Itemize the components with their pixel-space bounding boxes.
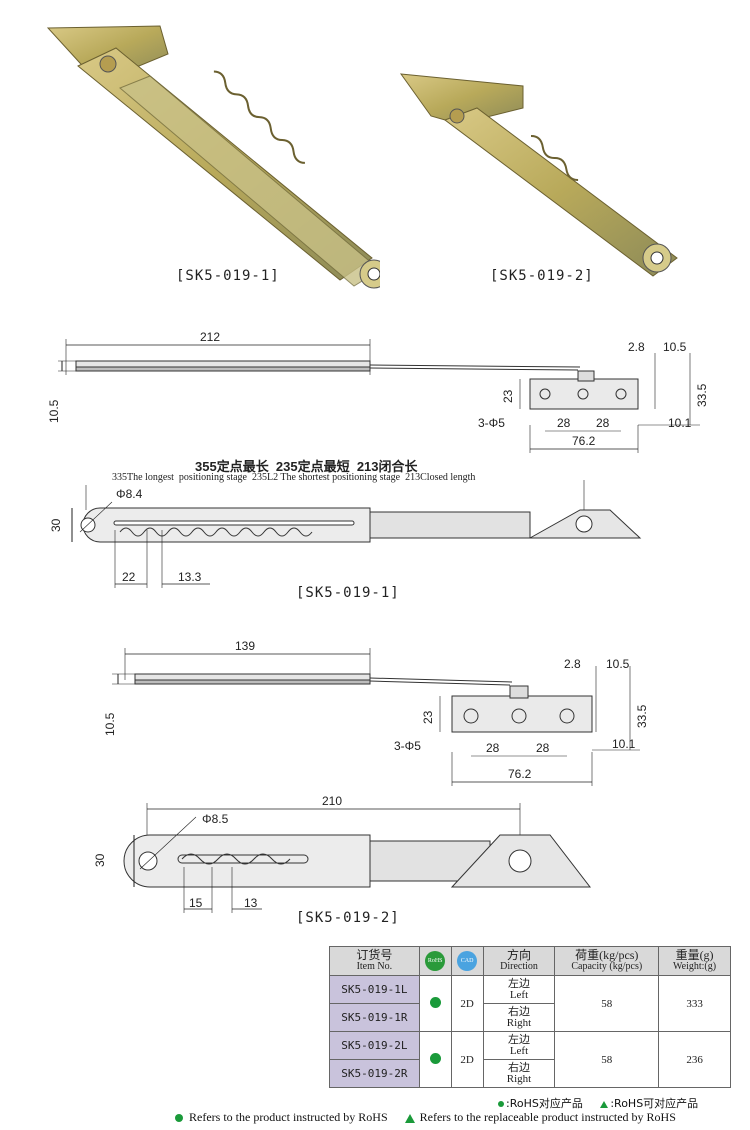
dim-10-5: 10.5 [663,340,687,354]
cad-icon: CAD [457,951,478,971]
green-dot-icon [498,1101,504,1107]
dim-pitch-1-b: 28 [486,741,500,755]
header-rohs: RoHS [418,946,452,976]
header-cad: CAD [450,946,484,976]
dim-width: 76.2 [572,434,596,448]
item-no: SK5-019-2R [329,1059,420,1088]
capacity-cell: 58 [554,1031,660,1088]
side-view-drawing-sk5-019-1 [58,339,700,453]
dim-pitch-b-2: 13 [244,896,258,910]
green-triangle-icon [600,1100,609,1108]
dim-pitch-b: 13.3 [178,570,202,584]
drawing-label-sk5-019-1: [SK5-019-1] [296,585,400,601]
product-photo-sk5-019-1 [46,25,380,289]
item-no: SK5-019-1R [329,1003,420,1032]
dim-length-2: 139 [235,640,255,653]
dim-holes-b: 3-Φ5 [394,739,421,753]
rohs-cell [418,1031,452,1088]
dim-width-b: 76.2 [508,767,532,781]
dim-33-5: 33.5 [695,383,709,407]
header-weight: 重量(g)Weight:(g) [658,946,731,976]
rohs-dot-icon [429,996,441,1008]
drawing-label-sk5-019-2: [SK5-019-2] [296,910,400,926]
dim-holes: 3-Φ5 [478,416,505,430]
weight-cell: 333 [658,975,731,1032]
dim-2-8-b: 2.8 [564,657,581,671]
side-view-labels-2: 139 10.5 2.8 10.5 23 33.5 3-Φ5 28 28 10.… [103,640,649,781]
cad-cell: 2D [450,1031,484,1088]
rohs-cell [418,975,452,1032]
dim-height-2: 30 [93,853,107,867]
positioning-heading-en: 335The longest positioning stage 235L2 T… [112,472,476,483]
dim-10-1: 10.1 [668,416,692,430]
rohs-icon: RoHS [425,951,446,971]
header-capacity: 荷重(kg/pcs)Capacity (kg/pcs) [554,946,660,976]
dim-length-top-2: 210 [322,795,342,808]
capacity-cell: 58 [554,975,660,1032]
dim-hole-dia: Φ8.4 [116,487,143,501]
top-view-drawing-sk5-019-2 [123,803,592,913]
side-view-drawing-sk5-019-2 [112,648,640,786]
photo-label-sk5-019-1: [SK5-019-1] [176,268,280,284]
side-view-labels-1: 212 10.5 2.8 10.5 23 33.5 3-Φ5 28 28 10.… [47,330,709,448]
dim-23: 23 [501,389,515,403]
cad-cell: 2D [450,975,484,1032]
dim-10-5-b: 10.5 [606,657,630,671]
dim-height-left: 10.5 [47,399,61,423]
item-no: SK5-019-1L [329,975,420,1004]
dim-pitch-a: 22 [122,570,136,584]
green-dot-icon [175,1114,183,1123]
dim-hole-dia-2: Φ8.5 [202,812,229,826]
dim-33-5-b: 33.5 [635,704,649,728]
legend-en: Refers to the product instructed by RoHS… [175,1110,676,1125]
legend-cn: :RoHS对应产品 :RoHS可对应产品 [498,1095,698,1111]
item-no: SK5-019-2L [329,1031,420,1060]
dim-pitch-2: 28 [596,416,610,430]
rohs-dot-icon [429,1052,441,1064]
photo-label-sk5-019-2: [SK5-019-2] [490,268,594,284]
dim-length: 212 [200,330,220,344]
dim-pitch-a-2: 15 [189,896,203,910]
dim-pitch-1: 28 [557,416,571,430]
top-view-drawing-sk5-019-1 [71,480,642,588]
dim-2-8: 2.8 [628,340,645,354]
dim-height: 30 [49,518,63,532]
dim-height-left-2: 10.5 [103,712,117,736]
dim-10-1-b: 10.1 [612,737,636,751]
top-view-labels-1: Φ8.4 30 22 13.3 [49,487,202,584]
top-view-labels-2: 210 Φ8.5 30 15 13 [93,795,342,910]
green-triangle-icon [404,1113,415,1123]
dim-pitch-2-b: 28 [536,741,550,755]
dim-23-b: 23 [421,710,435,724]
positioning-heading-cn: 355定点最长 235定点最短 213闭合长 [195,459,418,474]
product-photo-sk5-019-2 [399,73,678,277]
weight-cell: 236 [658,1031,731,1088]
